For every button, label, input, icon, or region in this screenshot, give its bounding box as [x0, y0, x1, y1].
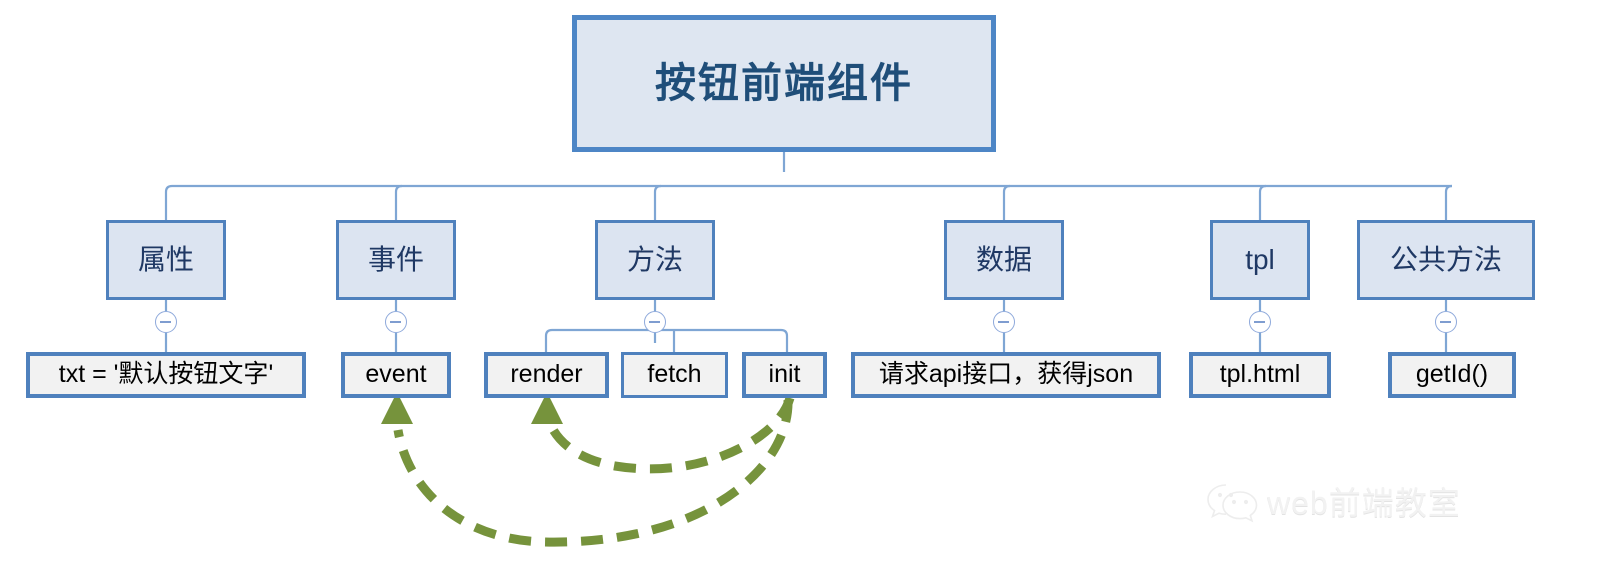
connector-methods-to-render [544, 328, 553, 352]
node-branch-data[interactable]: 数据 [944, 220, 1064, 300]
node-leaf-init[interactable]: init [742, 352, 827, 398]
watermark: web前端教室 [1205, 478, 1461, 524]
node-leaf-txt-label: txt = '默认按钮文字' [58, 360, 274, 389]
node-leaf-event-label: event [365, 360, 427, 389]
minus-circle-icon-methods[interactable] [644, 311, 666, 333]
connector-to-methods [653, 184, 662, 220]
node-leaf-tpl-html[interactable]: tpl.html [1189, 352, 1331, 398]
node-leaf-fetch[interactable]: fetch [621, 352, 728, 398]
node-branch-events-label: 事件 [367, 243, 424, 275]
node-leaf-render[interactable]: render [484, 352, 609, 398]
minus-circle-icon-public-methods[interactable] [1435, 311, 1457, 333]
node-leaf-event[interactable]: event [341, 352, 451, 398]
node-leaf-api-request[interactable]: 请求api接口，获得json [851, 352, 1161, 398]
node-branch-attributes[interactable]: 属性 [106, 220, 226, 300]
node-leaf-getid-label: getId() [1415, 360, 1489, 389]
connector-methods-to-init [780, 328, 789, 352]
minus-circle-icon-data[interactable] [993, 311, 1015, 333]
flow-arrow-init-to-event-path [393, 399, 793, 547]
connector-to-data [1002, 184, 1011, 220]
node-branch-tpl-label: tpl [1245, 243, 1275, 275]
node-branch-methods[interactable]: 方法 [595, 220, 715, 300]
watermark-text: web前端教室 [1267, 485, 1461, 521]
connector-to-events [394, 184, 403, 220]
node-leaf-txt[interactable]: txt = '默认按钮文字' [26, 352, 306, 398]
node-root-label: 按钮前端组件 [655, 59, 913, 106]
node-branch-data-label: 数据 [975, 243, 1032, 275]
node-leaf-getid[interactable]: getId() [1388, 352, 1516, 398]
node-leaf-fetch-label: fetch [647, 360, 702, 389]
node-branch-attributes-label: 属性 [137, 243, 194, 275]
minus-circle-icon-attributes[interactable] [155, 311, 177, 333]
node-leaf-tpl-html-label: tpl.html [1219, 360, 1301, 389]
flow-arrow-init-to-render-path [543, 396, 795, 474]
minus-circle-icon-tpl[interactable] [1249, 311, 1271, 333]
node-branch-public-methods[interactable]: 公共方法 [1357, 220, 1535, 300]
node-leaf-init-label: init [768, 360, 801, 389]
connector-to-attributes [164, 184, 173, 220]
node-branch-events[interactable]: 事件 [336, 220, 456, 300]
connector-to-public-methods [1444, 184, 1453, 220]
node-root[interactable]: 按钮前端组件 [572, 15, 996, 152]
connector-to-tpl [1258, 184, 1267, 220]
node-leaf-render-label: render [510, 360, 583, 389]
wechat-icon [1207, 484, 1258, 523]
minus-circle-icon-events[interactable] [385, 311, 407, 333]
node-leaf-api-request-label: 请求api接口，获得json [878, 360, 1134, 389]
node-branch-methods-label: 方法 [626, 243, 683, 275]
node-branch-tpl[interactable]: tpl [1210, 220, 1310, 300]
node-branch-public-methods-label: 公共方法 [1389, 243, 1502, 275]
